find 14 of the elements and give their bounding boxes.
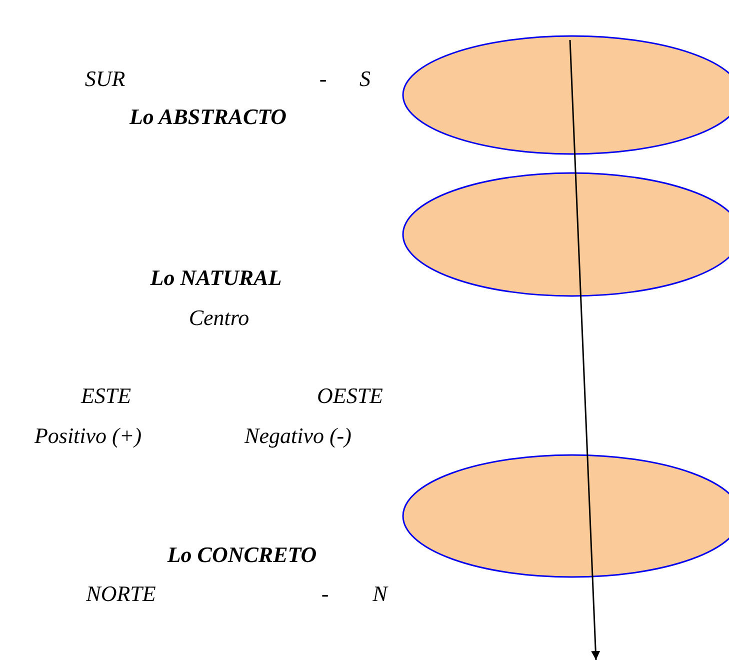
label-text: - (319, 66, 327, 92)
label-text: OESTE (317, 383, 383, 409)
label-text: S (360, 66, 370, 92)
label-text: NORTE (86, 581, 156, 607)
heading-text: Lo ABSTRACTO (129, 104, 287, 130)
label-text: - (321, 581, 329, 607)
label-text: Positivo (+) (34, 423, 142, 449)
label-text: ESTE (80, 383, 132, 409)
label-text: SUR (84, 66, 126, 92)
heading-text: Lo NATURAL (150, 265, 282, 291)
label-text: Centro (188, 305, 250, 331)
label-text: N (372, 581, 388, 607)
label-text: Negativo (-) (244, 423, 352, 449)
heading-text: Lo CONCRETO (167, 542, 317, 568)
